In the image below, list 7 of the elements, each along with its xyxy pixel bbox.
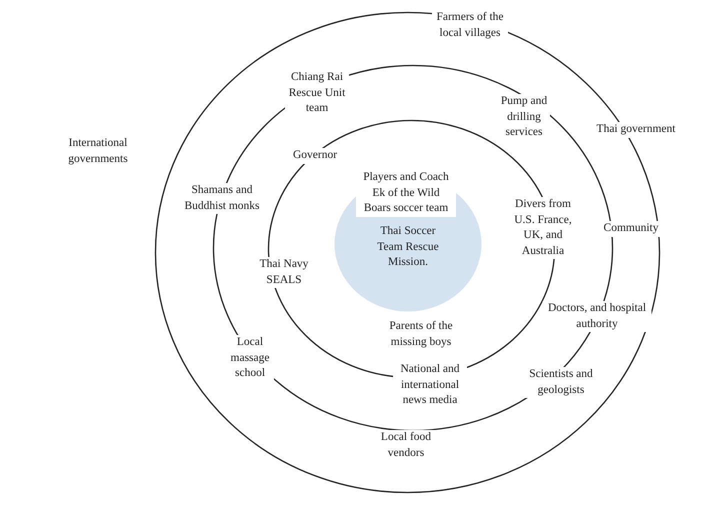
mission-text: Thai Soccer Team Rescue Mission. [376,224,440,270]
stakeholder-label: Community [602,221,660,236]
stakeholder-label: Doctors, and hospital authority [542,301,652,332]
stakeholder-label: Thai government [594,122,678,138]
stakeholder-label: Players and Coach Ek of the Wild Boars soccer team [356,170,456,216]
stakeholder-label: Farmers of the local villages [432,10,508,41]
stakeholder-label: Governor [290,148,340,164]
